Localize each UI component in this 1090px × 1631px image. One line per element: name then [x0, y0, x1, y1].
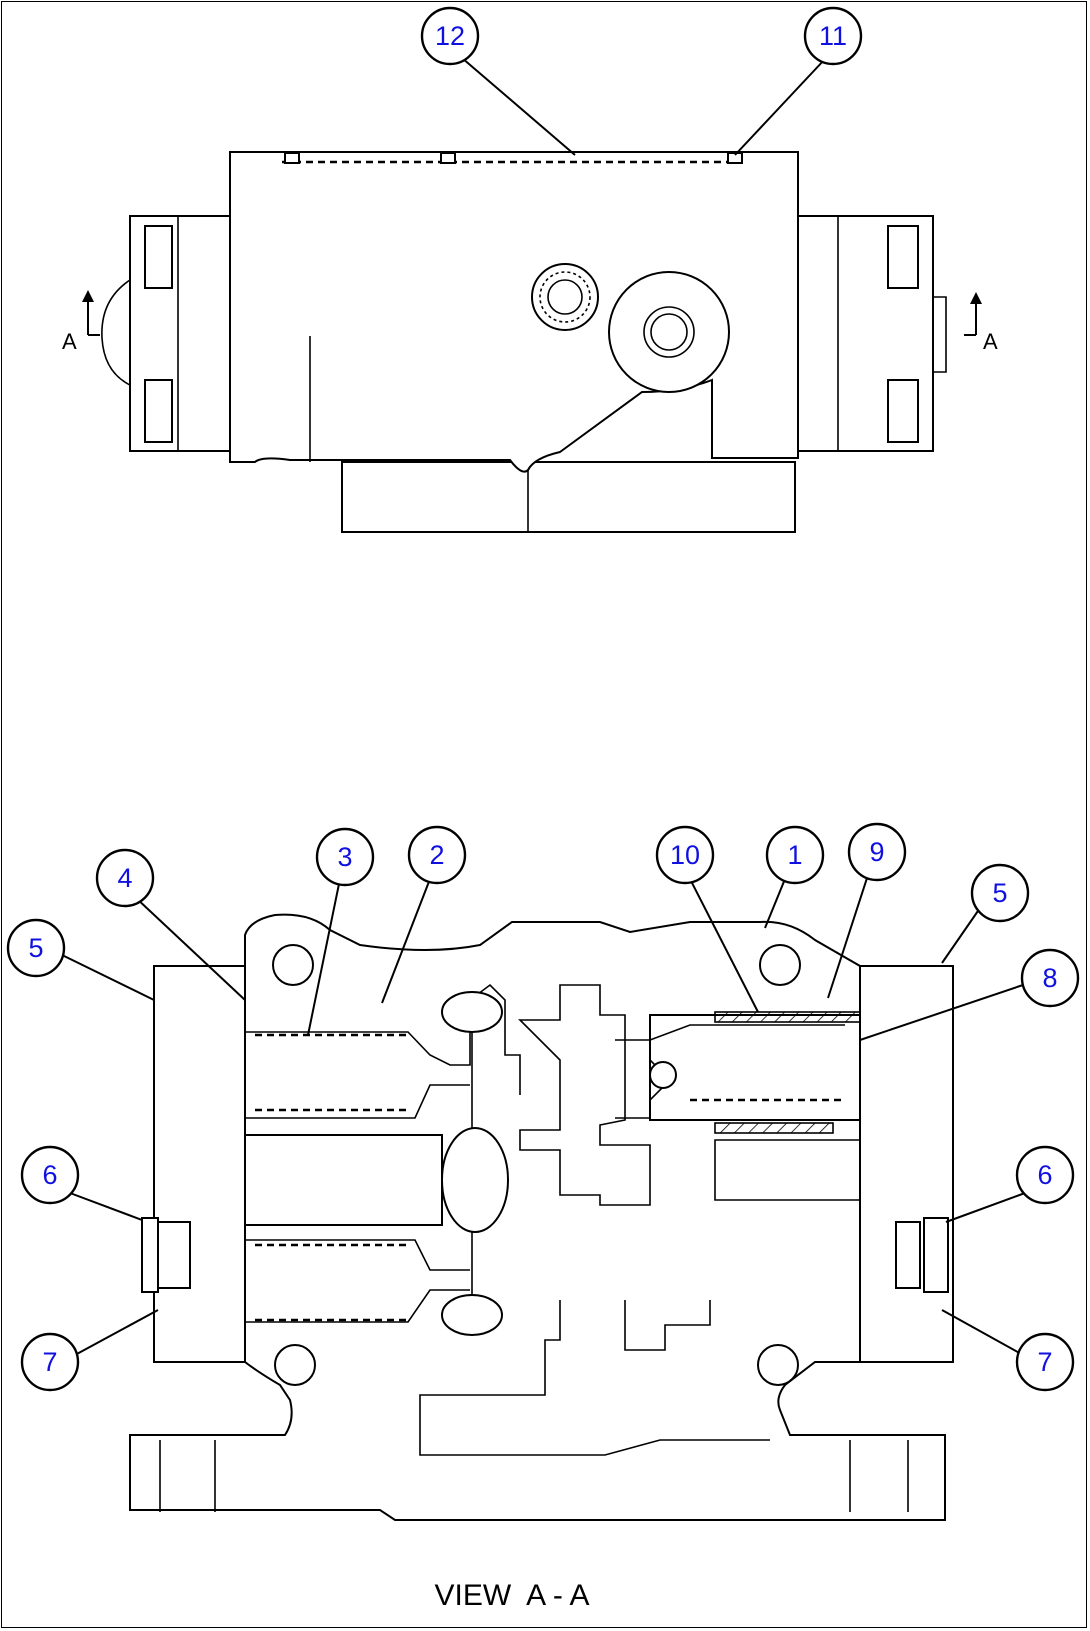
top-view: A A	[62, 151, 998, 533]
right-plug	[923, 1217, 949, 1293]
view-caption: VIEW A - A	[434, 1579, 589, 1612]
callout-label: 2	[429, 840, 444, 870]
left-cap-bolt-lower	[144, 379, 173, 443]
callout-label: 3	[337, 842, 352, 872]
callout-5-left: 5	[6, 918, 66, 978]
large-port	[608, 271, 730, 393]
right-cap-bolt-upper	[887, 225, 919, 289]
section-label-left: A	[62, 329, 77, 354]
right-plug	[933, 296, 947, 373]
spool-upper-land	[441, 991, 503, 1033]
left-cap-bolt-upper	[144, 225, 173, 289]
cartridge-housing	[649, 1014, 861, 1121]
callout-label: 4	[117, 863, 132, 893]
sleeve-hatch-upper	[714, 1011, 861, 1023]
mounting-block	[341, 461, 796, 533]
callout-7-left: 7	[20, 1332, 80, 1392]
callout-3: 3	[315, 827, 375, 887]
callout-label: 10	[670, 840, 700, 870]
callout-label: 5	[992, 878, 1007, 908]
callout-label: 6	[1037, 1160, 1052, 1190]
callout-label: 9	[869, 837, 884, 867]
section-arrow-left: A	[62, 290, 100, 354]
section-arrow-right: A	[964, 292, 998, 354]
section-view	[129, 913, 954, 1521]
leader-lines	[59, 57, 1026, 1356]
callout-label: 7	[1037, 1347, 1052, 1377]
left-plug-dome	[101, 279, 131, 386]
center-passage	[518, 984, 651, 1206]
section-right-end-cap	[859, 965, 954, 1363]
bolt-hole-upper-right	[759, 944, 801, 986]
callout-label: 7	[42, 1347, 57, 1377]
callout-5-right: 5	[970, 863, 1030, 923]
bolt-hole-upper-left	[272, 944, 314, 986]
spool-center-land	[441, 1127, 509, 1233]
callout-1: 1	[765, 825, 825, 885]
callout-12: 12	[420, 6, 480, 66]
callout-8: 8	[1020, 948, 1080, 1008]
callout-2: 2	[407, 825, 467, 885]
callout-6-right: 6	[1015, 1145, 1075, 1205]
section-left-end-cap	[153, 965, 246, 1363]
callout-7-right: 7	[1015, 1332, 1075, 1392]
callout-label: 12	[435, 21, 465, 51]
callout-10: 10	[655, 825, 715, 885]
sleeve-hatch-lower	[714, 1122, 834, 1134]
callout-9: 9	[847, 822, 907, 882]
callout-label: 1	[787, 840, 802, 870]
callout-4: 4	[95, 848, 155, 908]
check-ball	[649, 1061, 677, 1089]
callout-11: 11	[803, 6, 863, 66]
center-spool	[244, 1134, 443, 1226]
bolt-hole-lower-right	[757, 1344, 799, 1386]
section-label-right: A	[983, 329, 998, 354]
spool-lower-land	[441, 1294, 503, 1336]
callout-label: 8	[1042, 963, 1057, 993]
small-port	[531, 263, 599, 331]
callout-label: 11	[819, 21, 847, 51]
left-plug	[141, 1217, 159, 1293]
bolt-hole-lower-left	[274, 1344, 316, 1386]
callout-6-left: 6	[20, 1145, 80, 1205]
callout-label: 6	[42, 1160, 57, 1190]
callout-label: 5	[28, 933, 43, 963]
right-cap-bolt-lower	[887, 379, 919, 443]
